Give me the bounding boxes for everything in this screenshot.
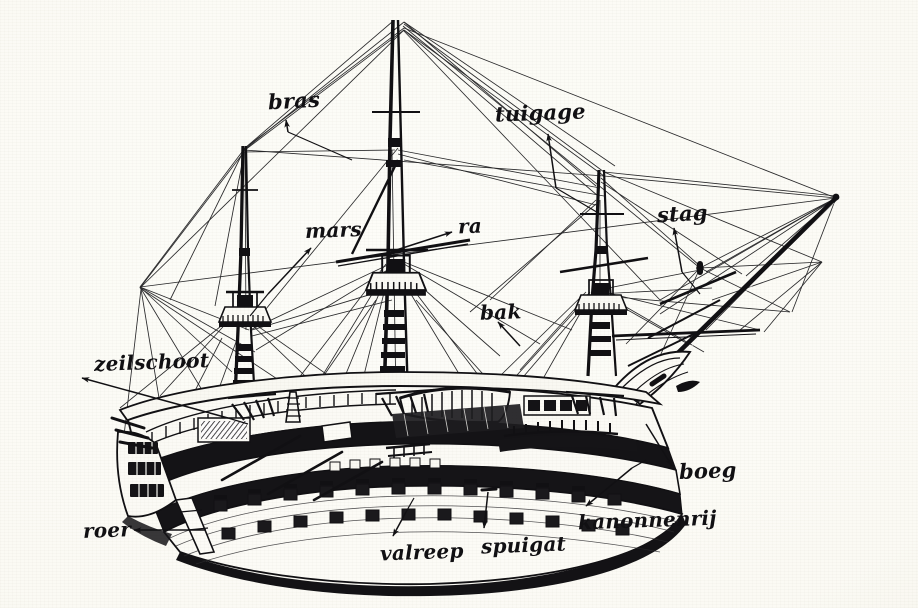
- label-valreep: valreep: [379, 538, 464, 566]
- leader-arrows: [81, 119, 683, 537]
- label-stag: stag: [656, 199, 709, 228]
- label-bak: bak: [479, 299, 522, 325]
- deck-structures: [110, 386, 638, 555]
- gun-port-row-lower: [221, 508, 630, 540]
- gun-port-row-middle: [213, 482, 622, 512]
- forecastle-windows: [523, 395, 591, 416]
- leader-tails: [227, 131, 701, 513]
- label-bras: bras: [267, 86, 321, 115]
- label-zeilschoot: zeilschoot: [93, 347, 210, 377]
- label-boeg: boeg: [678, 457, 737, 484]
- label-spuigat: spuigat: [480, 531, 567, 559]
- gun-port-row-upper: [329, 457, 441, 472]
- label-roer: roer: [82, 517, 132, 543]
- boarding-ladder: [385, 442, 433, 458]
- label-kanonnenrij: kanonnenrij: [577, 505, 718, 535]
- masts: [218, 19, 649, 421]
- deck-railing: [145, 389, 397, 447]
- label-ra: ra: [457, 213, 483, 239]
- label-tuigage: tuigage: [494, 98, 587, 127]
- forecastle-rail: [503, 420, 619, 438]
- label-mars: mars: [304, 217, 363, 243]
- rudder: [174, 497, 216, 555]
- bowsprit: [611, 193, 840, 406]
